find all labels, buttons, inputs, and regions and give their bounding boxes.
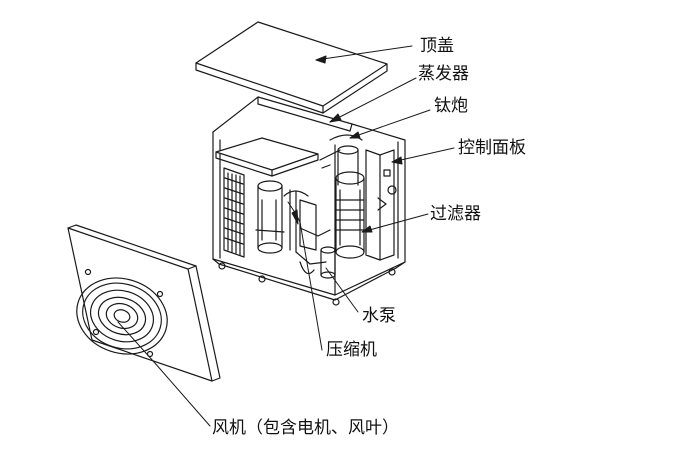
- top-cover-part: [195, 21, 388, 114]
- label-water-pump: 水泵: [362, 306, 396, 326]
- titanium-tube-part: [319, 134, 363, 186]
- evaporator-part: [223, 167, 245, 258]
- label-fan: 风机（包含电机、风叶）: [212, 418, 399, 438]
- label-filter: 过滤器: [430, 204, 481, 224]
- label-control-panel: 控制面板: [458, 138, 526, 158]
- compressor-part: [255, 180, 285, 254]
- upper-bracket: [215, 137, 319, 177]
- label-evaporator: 蒸发器: [418, 64, 469, 84]
- control-panel-part: [365, 149, 397, 261]
- inner-components: [283, 189, 336, 279]
- fan-panel-part: [67, 224, 221, 382]
- label-compressor: 压缩机: [326, 340, 377, 360]
- label-titanium-tube: 钛炮: [434, 96, 468, 116]
- label-top-cover: 顶盖: [420, 36, 454, 56]
- leader-lines: [117, 45, 455, 427]
- filter-part: [335, 171, 365, 259]
